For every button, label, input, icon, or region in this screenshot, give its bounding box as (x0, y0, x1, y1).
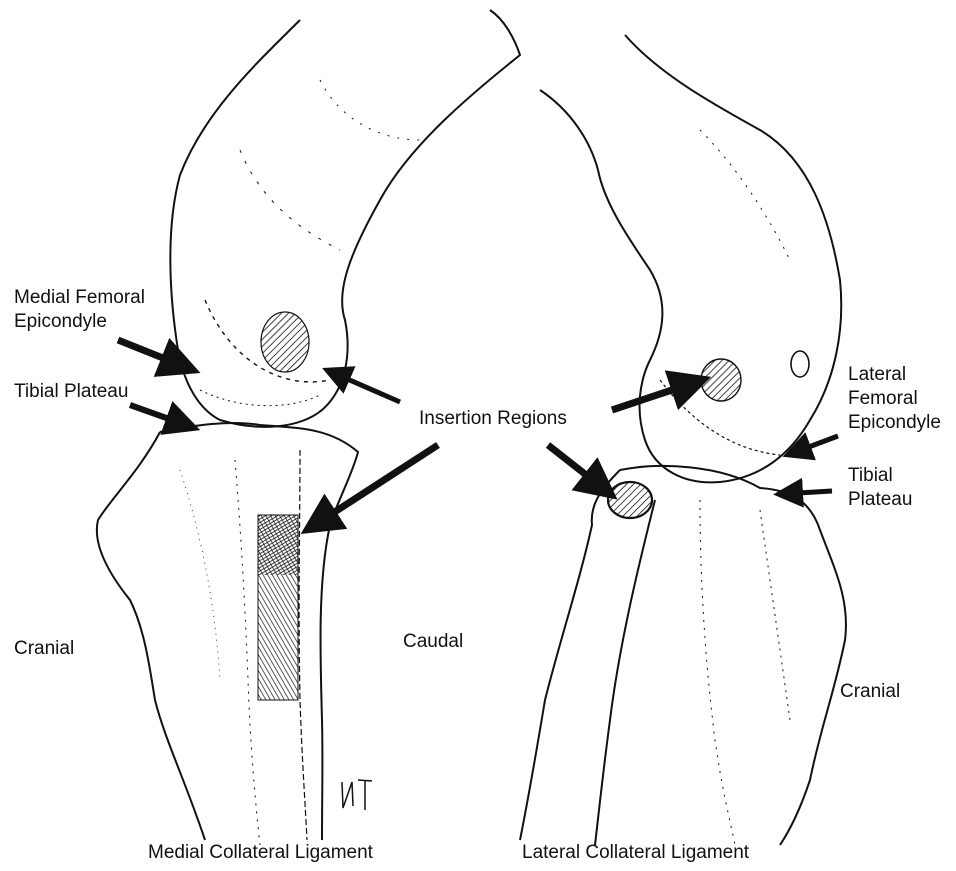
tibial-plateau-right-label: Tibial Plateau (848, 464, 912, 512)
arrow-insertion-medial-femoral (345, 378, 400, 402)
right-femur (540, 35, 841, 482)
arrow-medial-femoral-epicondyle (118, 340, 168, 360)
tibial-plateau-right-line2: Plateau (848, 488, 912, 512)
tibial-plateau-right-line1: Tibial (848, 464, 912, 488)
caudal-label: Caudal (403, 630, 463, 654)
medial-femoral-insertion-region (261, 312, 309, 372)
medial-collateral-ligament-caption: Medial Collateral Ligament (148, 841, 373, 865)
lateral-collateral-ligament-caption: Lateral Collateral Ligament (522, 841, 749, 865)
arrow-insertion-lateral-femoral (612, 388, 678, 410)
arrow-insertion-medial-tibial (330, 445, 438, 515)
lateral-femoral-label-line3: Epicondyle (848, 411, 941, 435)
left-femur (170, 10, 520, 427)
medial-femoral-label-line2: Epicondyle (14, 310, 145, 334)
medial-femoral-label-line1: Medial Femoral (14, 286, 145, 310)
lateral-femoral-label-line1: Lateral (848, 363, 941, 387)
lateral-femoral-label-line2: Femoral (848, 387, 941, 411)
lateral-fibular-insertion-region (608, 482, 652, 518)
tibial-plateau-left-label: Tibial Plateau (14, 380, 128, 404)
insertion-regions-label: Insertion Regions (419, 407, 567, 431)
lateral-femoral-insertion-region (701, 359, 741, 401)
signature-icon (342, 780, 372, 810)
cranial-right-label: Cranial (840, 680, 900, 704)
arrow-tibial-plateau-left (130, 405, 172, 420)
left-tibia (97, 423, 358, 845)
lateral-femoral-epicondyle-label: Lateral Femoral Epicondyle (848, 363, 941, 435)
right-tibia (520, 466, 846, 845)
medial-femoral-epicondyle-label: Medial Femoral Epicondyle (14, 286, 145, 334)
arrow-lateral-femoral-epicondyle (806, 436, 838, 448)
cranial-left-label: Cranial (14, 637, 74, 661)
arrow-insertion-lateral-fibular (548, 445, 590, 478)
arrow-tibial-plateau-right (798, 491, 832, 493)
